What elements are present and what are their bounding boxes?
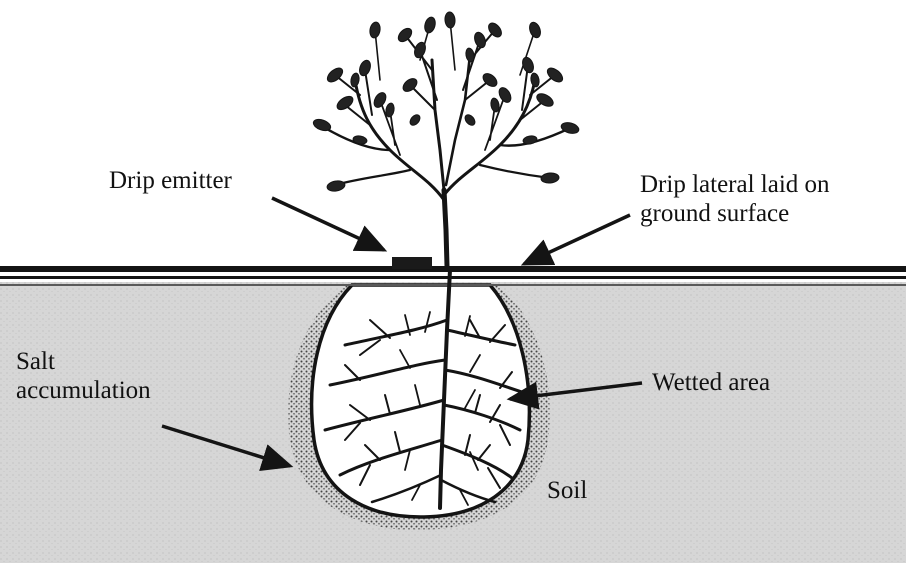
drip-emitter bbox=[392, 257, 432, 269]
label-drip-emitter: Drip emitter bbox=[109, 166, 232, 195]
label-drip-lateral-line1: Drip lateral laid on bbox=[640, 170, 830, 199]
label-salt-accumulation: Salt accumulation bbox=[16, 347, 151, 405]
label-drip-emitter-text: Drip emitter bbox=[109, 167, 232, 194]
plant-leaves bbox=[312, 12, 580, 193]
label-wetted-area-text: Wetted area bbox=[652, 369, 770, 396]
arrow-drip-lateral bbox=[524, 215, 630, 264]
label-soil-text: Soil bbox=[547, 477, 587, 504]
label-salt-line1: Salt bbox=[16, 347, 151, 376]
label-drip-lateral-line2: ground surface bbox=[640, 199, 830, 228]
label-wetted-area: Wetted area bbox=[652, 368, 770, 397]
label-soil: Soil bbox=[547, 476, 587, 505]
label-drip-lateral: Drip lateral laid on ground surface bbox=[640, 170, 830, 228]
arrow-drip-emitter bbox=[272, 198, 384, 250]
label-salt-line2: accumulation bbox=[16, 376, 151, 405]
